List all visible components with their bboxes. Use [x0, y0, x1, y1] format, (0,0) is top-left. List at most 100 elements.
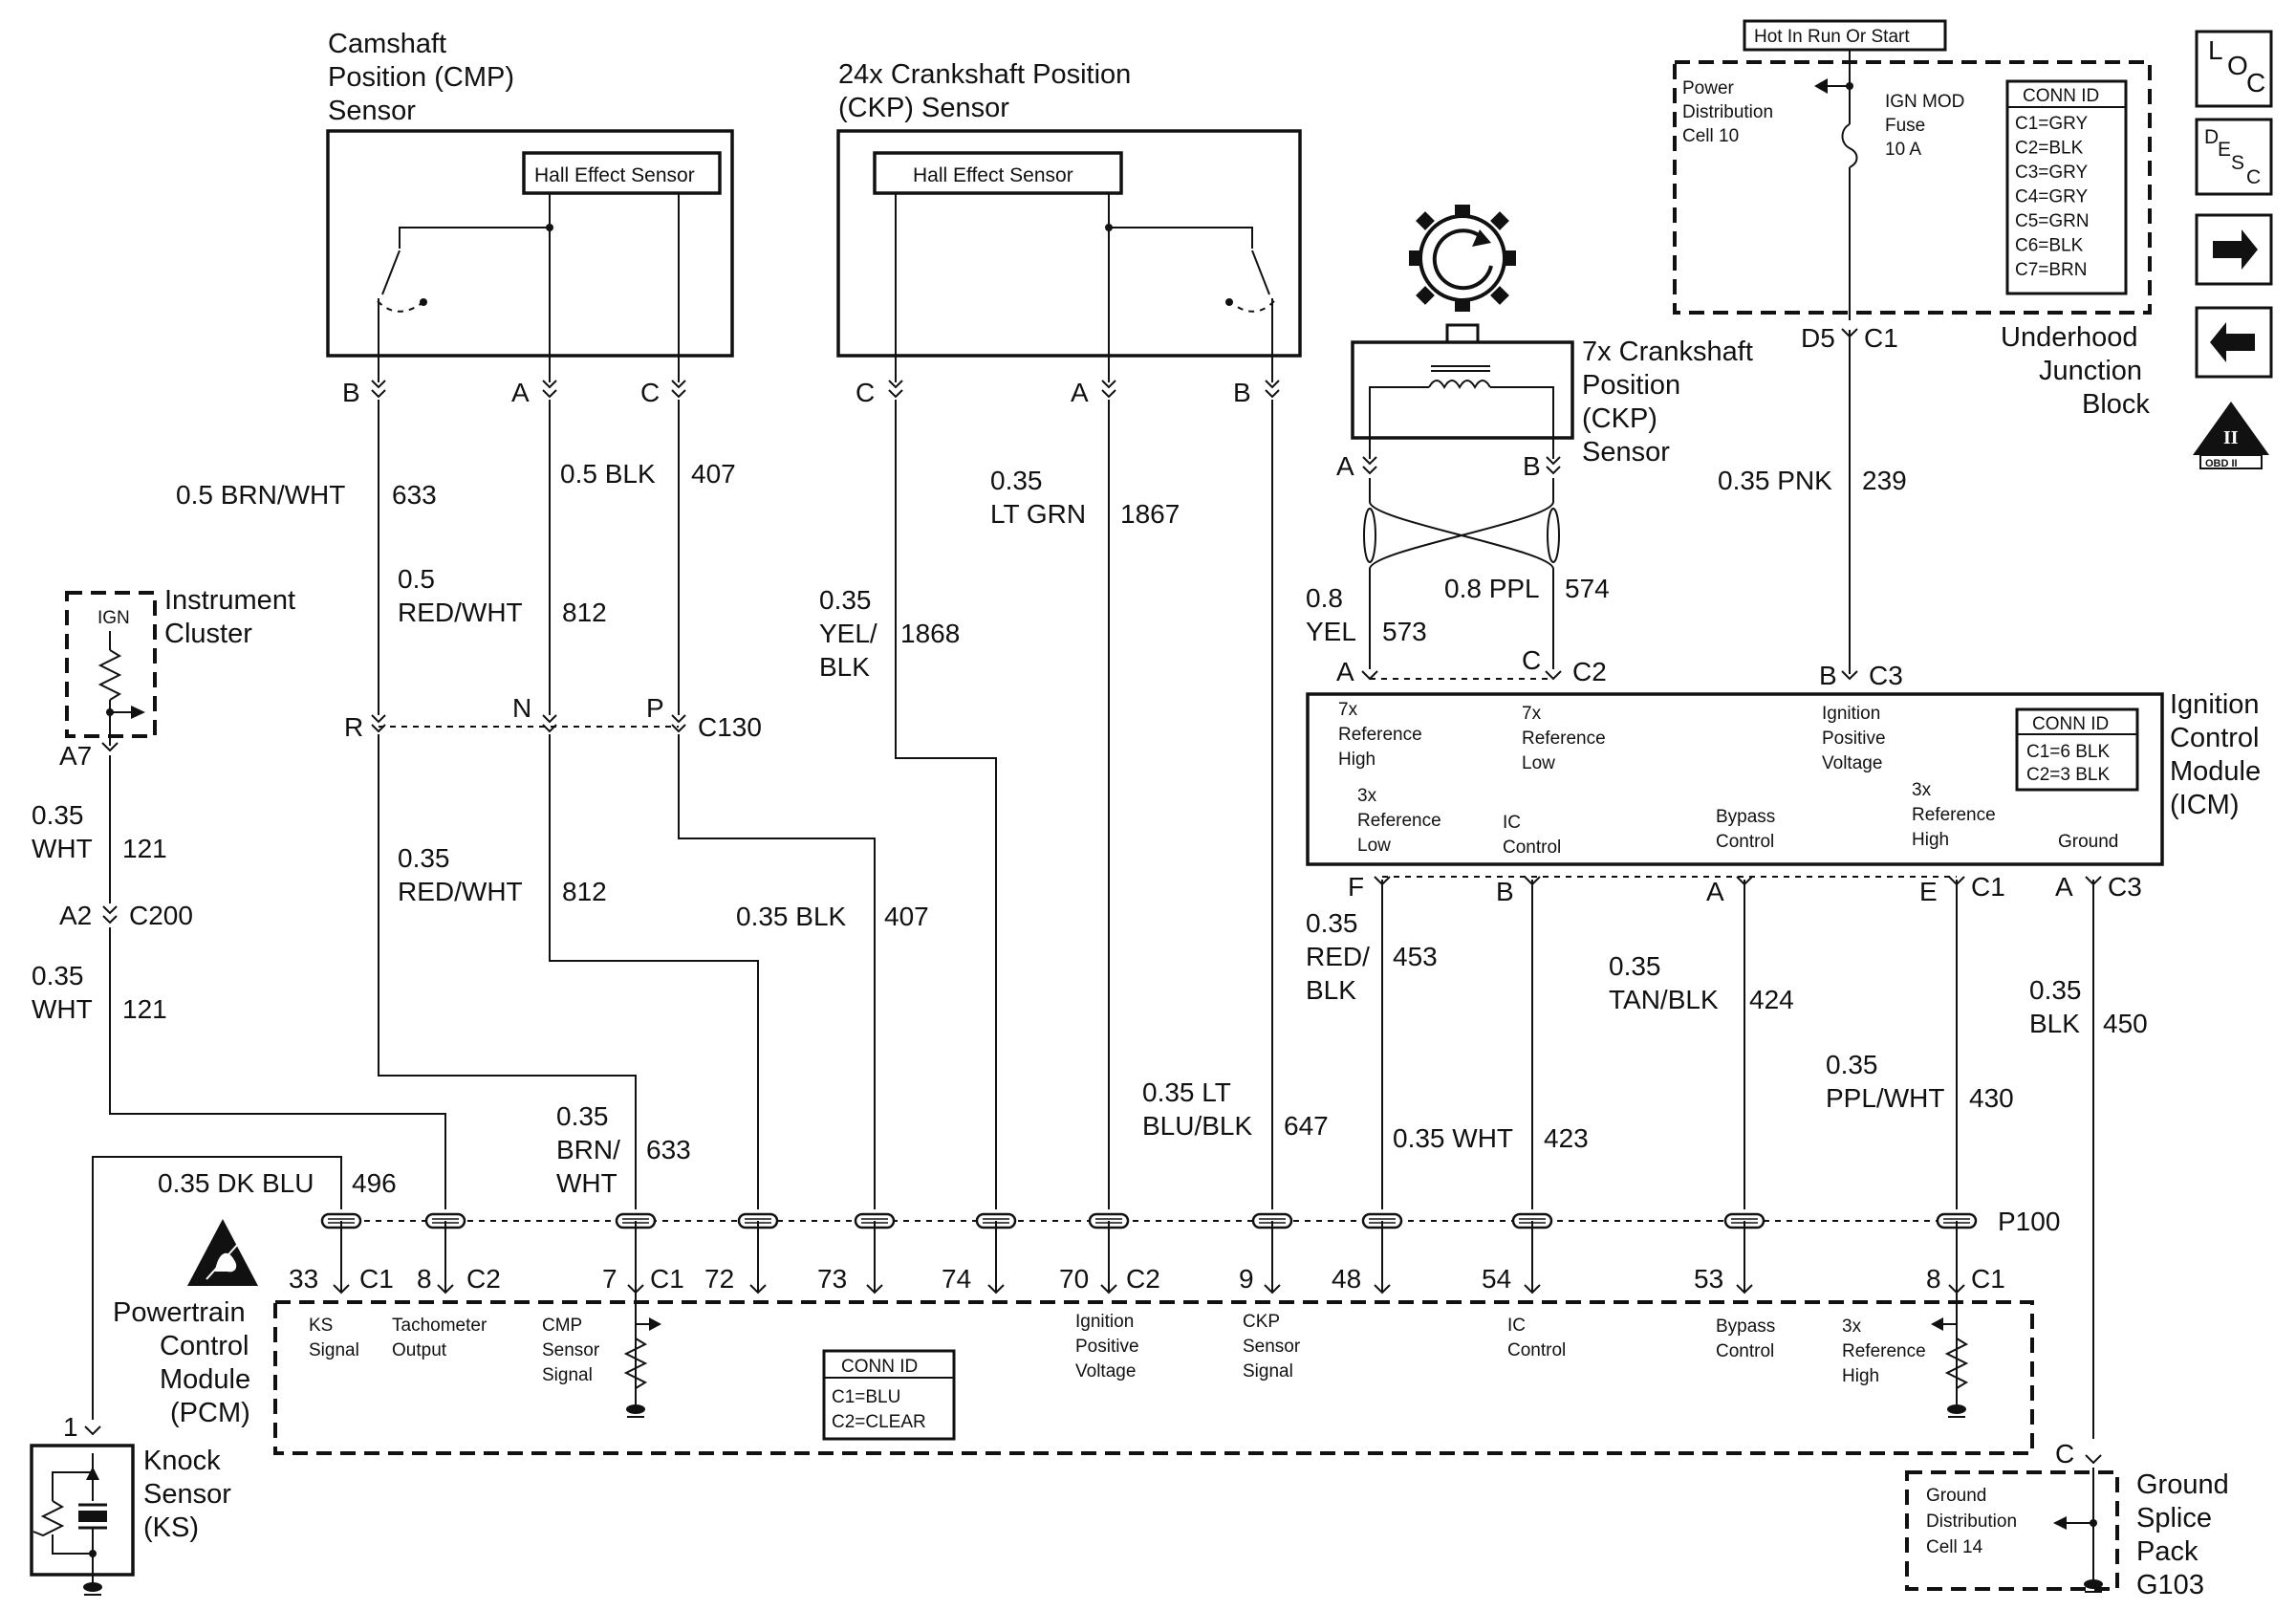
pcm-title-4: (PCM)	[170, 1398, 250, 1428]
pcm-label-ckp: CKP	[1243, 1312, 1280, 1332]
wire-label-w450: 450	[2103, 1009, 2148, 1038]
p100-label: P100	[1998, 1207, 2060, 1236]
pcm-label-ign: Ignition	[1075, 1312, 1134, 1332]
ic-title-2: Cluster	[164, 619, 252, 649]
ujb-pin-c1: C1	[1864, 323, 1898, 353]
ground-splice-pack: C Ground Distribution Cell 14 Ground Spl…	[1905, 1439, 2229, 1600]
icm-label-ref3-high: 3x	[1912, 780, 1932, 800]
wire-label-w453: RED/	[1306, 942, 1370, 971]
wire-label-w573: YEL	[1306, 617, 1356, 646]
pcm-label-ic: Control	[1507, 1340, 1566, 1360]
wire-label-w1868: 1868	[900, 619, 960, 648]
ujb-hot-label: Hot In Run Or Start	[1754, 27, 1910, 47]
wire-label-w121a: 121	[122, 834, 167, 863]
pcm-pin-pcm-c1b: C1	[650, 1264, 684, 1294]
c200-pin-a2: A2	[59, 901, 92, 930]
pcm-label-ref3: 3x	[1842, 1316, 1862, 1337]
ujb-box	[1673, 60, 2152, 315]
ckp7-pin-a: A	[1336, 451, 1354, 481]
ic-ign-label: IGN	[97, 608, 130, 628]
icm-label-ign-pos: Positive	[1822, 729, 1886, 749]
pcm-label-ref3: High	[1842, 1366, 1879, 1386]
wire-label-w430: 430	[1969, 1083, 2014, 1113]
wire-label-w453: 0.35	[1306, 908, 1358, 938]
pcm-pin-pcm-74: 74	[942, 1264, 971, 1294]
desc-icon[interactable]: D E S C	[2195, 118, 2273, 196]
wire-label-w573: 0.8	[1306, 583, 1343, 613]
pcm-label-ks: Signal	[309, 1340, 359, 1360]
icm-pin-b: B	[1819, 661, 1837, 690]
pcm-label-cmp: CMP	[542, 1316, 582, 1336]
icm-label-ref3-low: Low	[1357, 836, 1391, 856]
icm-label-ref3-high: High	[1912, 830, 1949, 850]
gsp-inner-3: Cell 14	[1926, 1537, 1983, 1557]
c130-connector: R N P C130	[344, 693, 762, 742]
ckp7-pin-b: B	[1523, 451, 1541, 481]
wire-label-w633a: 0.5 BRN/WHT	[176, 480, 345, 510]
svg-text:O: O	[2227, 51, 2248, 80]
back-arrow-icon[interactable]	[2195, 306, 2273, 379]
pcm-title-1: Powertrain	[113, 1297, 246, 1328]
svg-text:OBD II: OBD II	[2205, 458, 2238, 469]
c130-pin-n: N	[512, 693, 531, 723]
ujb-conn-entry: C4=GRY	[2015, 187, 2089, 207]
pcm-label-bypass: Bypass	[1716, 1316, 1775, 1337]
ic-title-1: Instrument	[164, 585, 295, 616]
c130-pin-p: P	[646, 693, 664, 723]
icm-label-bypass: Control	[1716, 832, 1774, 852]
icm-label-ign-pos: Ignition	[1822, 704, 1880, 724]
pcm-label-ign: Positive	[1075, 1337, 1139, 1357]
loc-icon[interactable]: L O C	[2195, 30, 2273, 108]
pcm-label-tach: Tachometer	[392, 1316, 487, 1336]
wire-label-w633a: 633	[392, 480, 437, 510]
ujb-title-3: Block	[2082, 389, 2150, 420]
wire-label-w1867: LT GRN	[990, 499, 1086, 529]
gsp-box	[1905, 1470, 2119, 1591]
ckp24-hall-box	[873, 151, 1123, 195]
forward-arrow-icon[interactable]	[2195, 213, 2273, 286]
ujb-conn-entry: C3=GRY	[2015, 163, 2089, 183]
icm-label-ic-control: IC	[1503, 813, 1521, 833]
wire-label-w407b: 0.35 BLK	[736, 902, 847, 931]
ckp7-title-1: 7x Crankshaft	[1582, 337, 1753, 367]
wire-label-w647: 0.35 LT	[1142, 1077, 1231, 1107]
wire-label-w647: BLU/BLK	[1142, 1111, 1252, 1141]
ic-pin-a7: A7	[59, 741, 92, 771]
svg-text:S: S	[2231, 152, 2244, 174]
ckp7-title-3: (CKP)	[1582, 403, 1657, 434]
icm-pin-c3b: C3	[2108, 872, 2142, 902]
pcm-pin-pcm-7: 7	[602, 1264, 617, 1294]
icm-label-bypass: Bypass	[1716, 807, 1775, 827]
ckp7-sensor-box	[1351, 340, 1574, 440]
pcm-label-ks: KS	[309, 1316, 333, 1336]
cmp-hall-label: Hall Effect Sensor	[534, 164, 695, 186]
wire-label-w121a: 0.35	[32, 800, 84, 830]
icm-pin-b2: B	[1496, 877, 1514, 906]
ks-title-1: Knock	[143, 1446, 221, 1476]
obd-ii-icon[interactable]: II OBD II	[2193, 402, 2269, 469]
reluctor-wheel-icon	[1409, 205, 1516, 344]
pcm-pin-pcm-9: 9	[1239, 1264, 1254, 1294]
wire-label-w407a: 0.5 BLK	[560, 459, 656, 489]
c130-pin-r: R	[344, 712, 363, 742]
wire-label-w407b: 407	[884, 902, 929, 931]
wire-label-w812b: 812	[562, 877, 607, 906]
pcm-label-ckp: Sensor	[1243, 1337, 1301, 1357]
wire-label-w496: 0.35 DK BLU	[158, 1168, 314, 1198]
pcm-conn-title: CONN ID	[841, 1357, 918, 1377]
ujb-conn-entry: C6=BLK	[2015, 236, 2084, 256]
pcm-label-tach: Output	[392, 1340, 447, 1360]
wire-label-w407a: 407	[691, 459, 736, 489]
ks-title-2: Sensor	[143, 1479, 231, 1510]
ujb-title-1: Underhood	[2001, 322, 2138, 353]
wire-label-w239: 239	[1862, 466, 1907, 495]
wire-label-w430: 0.35	[1826, 1050, 1878, 1079]
icm-conn-2: C2=3 BLK	[2026, 765, 2110, 785]
wire-label-w239: 0.35 PNK	[1718, 466, 1832, 495]
icm-label-ref7-high: Reference	[1338, 725, 1422, 745]
wire-label-w430: PPL/WHT	[1826, 1083, 1944, 1113]
cmp-title-1: Camshaft	[328, 29, 446, 59]
wire-label-w424: 0.35	[1609, 951, 1661, 981]
wire-label-w121a: WHT	[32, 834, 93, 863]
